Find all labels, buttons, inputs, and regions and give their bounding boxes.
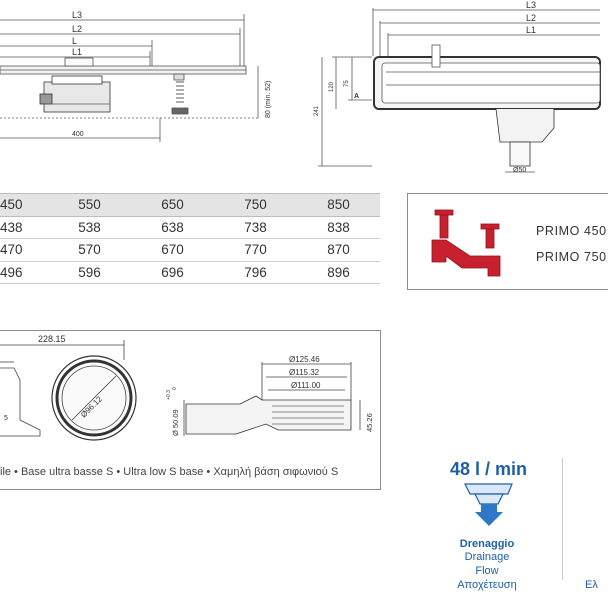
dim-base-height: 45.26 xyxy=(365,413,374,432)
flow-label-it: Drenaggio xyxy=(459,538,515,550)
base-drawing-box xyxy=(0,330,381,490)
dim-body-height: 120 xyxy=(329,81,335,92)
dim-l2-right: L2 xyxy=(526,13,536,23)
primo-450: PRIMO 450 xyxy=(536,224,607,238)
dim-side: 5 xyxy=(4,415,8,422)
dim-tolerance: +0.3 xyxy=(166,390,172,400)
dim-d1: Ø125.46 xyxy=(289,355,320,364)
table-row: 450 550 650 750 850 xyxy=(0,193,380,217)
primo-foot-icon xyxy=(431,209,501,277)
dim-tolerance-2: 0 xyxy=(172,387,178,390)
partial-label: Ελ xyxy=(585,579,598,591)
dim-pipe: Ø50 xyxy=(513,167,526,174)
flow-rate: 48 l / min xyxy=(450,459,528,479)
flow-label-en: Flow xyxy=(475,565,499,577)
dim-width: 400 xyxy=(72,131,84,138)
dim-l1-right: L1 xyxy=(526,25,536,35)
dim-d3: Ø111.00 xyxy=(291,381,321,390)
dim-base-width: 228.15 xyxy=(38,334,66,344)
dim-height: 80 (min. 52) xyxy=(265,81,272,118)
table-row: 438 538 638 738 838 xyxy=(0,216,380,239)
table-row: 496 596 696 796 896 xyxy=(0,261,380,284)
table-row: 470 570 670 770 870 xyxy=(0,238,380,262)
flow-label-fr: Drainage xyxy=(464,551,510,563)
dim-l: L xyxy=(72,36,77,46)
dim-l1: L1 xyxy=(72,47,82,57)
cross-section-drawing: L3 L2 L1 241 120 75 A Ø50 xyxy=(314,0,601,174)
base-drawing: 228.15 Ø96.12 Ø125.46 Ø115.32 Ø111.00 Ø … xyxy=(0,334,374,441)
dim-a-height: 75 xyxy=(344,80,350,87)
section-divider xyxy=(562,458,563,580)
flow-label-gr: Αποχέτευση xyxy=(457,579,517,591)
dim-l3: L3 xyxy=(72,10,82,20)
dim-l2: L2 xyxy=(72,24,82,34)
drain-funnel-icon xyxy=(464,483,513,526)
dim-pipe-base: Ø 50.09 xyxy=(171,409,180,436)
dimension-table: 450 550 650 750 850 438 538 638 738 838 … xyxy=(0,193,380,284)
dim-d2: Ø115.32 xyxy=(289,368,320,377)
primo-750: PRIMO 750 xyxy=(536,250,607,264)
dim-l3-right: L3 xyxy=(526,0,536,10)
dim-total-height: 241 xyxy=(314,105,320,116)
dim-a-label: A xyxy=(354,93,359,100)
primo-box xyxy=(407,193,608,290)
base-caption: ile • Base ultra basse S • Ultra low S b… xyxy=(0,466,339,478)
side-view-drawing: L3 L2 L L1 400 80 (min. 52) xyxy=(0,10,272,142)
